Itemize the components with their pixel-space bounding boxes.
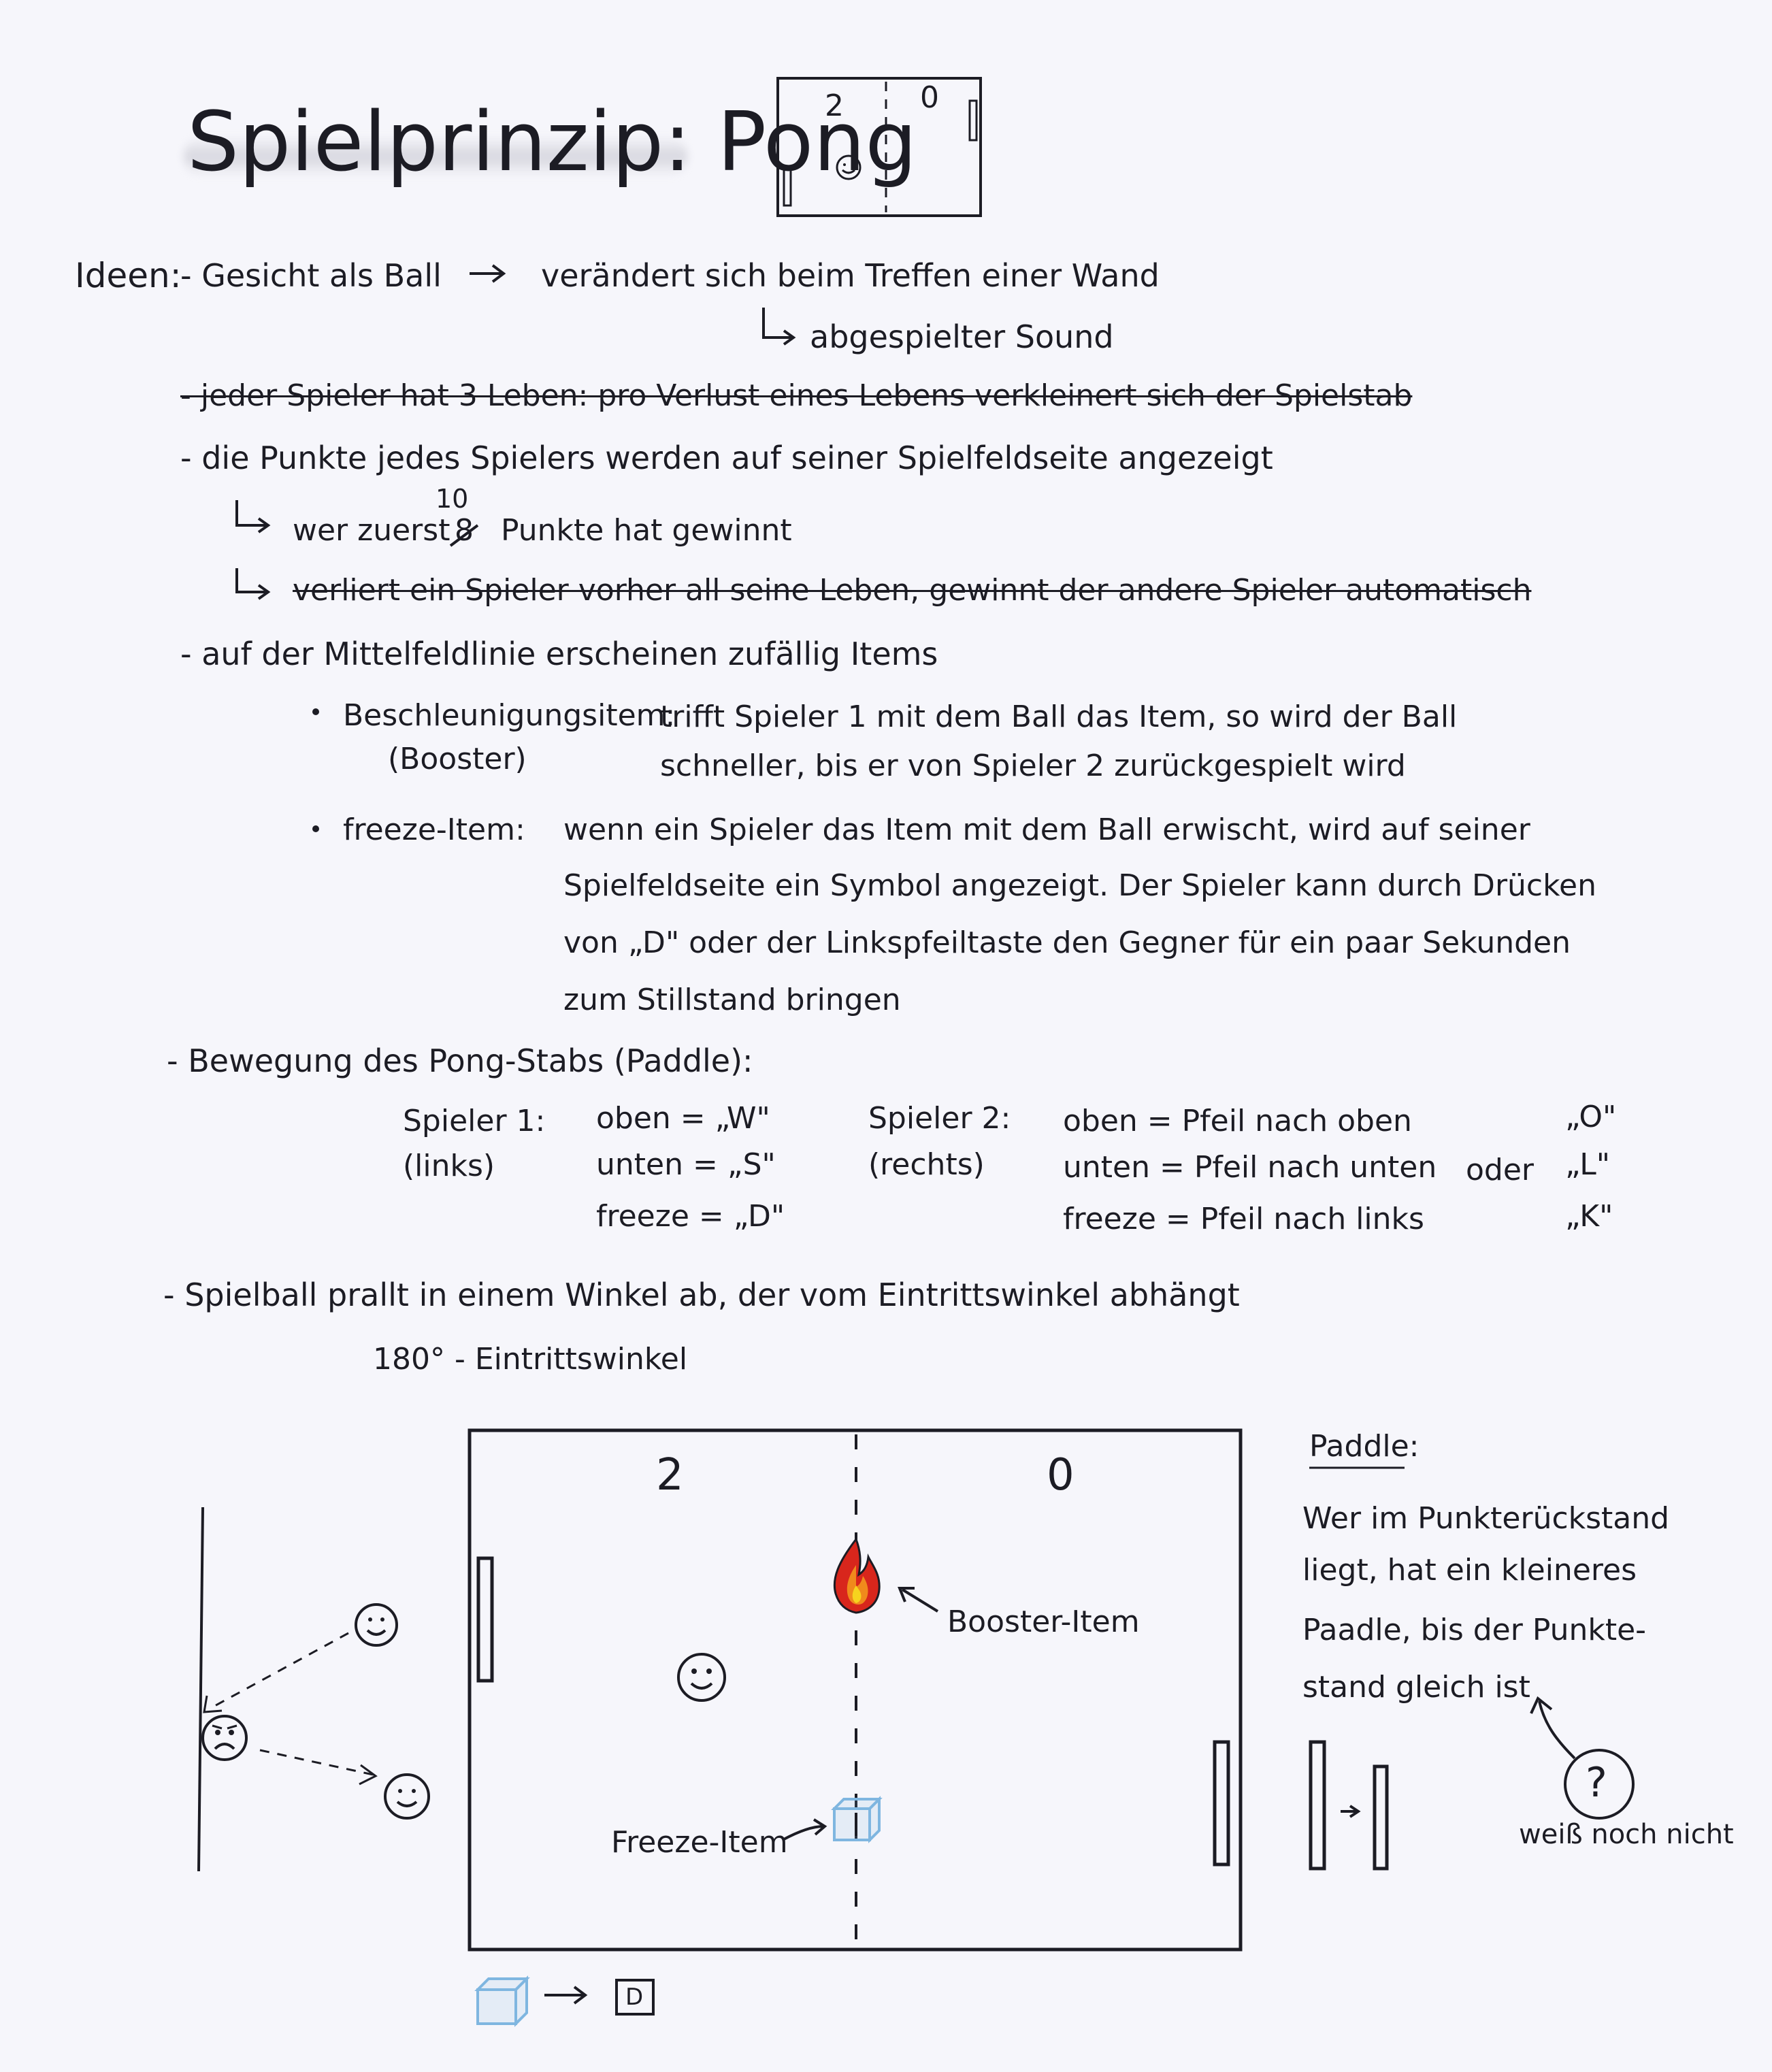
freeze-description-2: Spielfeldseite ein Symbol angezeigt. Der…: [563, 868, 1596, 903]
player1-label: Spieler 1:: [403, 1104, 546, 1138]
player2-alt-freeze: „K": [1565, 1199, 1613, 1234]
arrow-right-icon: [1341, 1805, 1361, 1818]
question-mark: ?: [1586, 1759, 1607, 1807]
paddle-note-heading: Paddle:: [1309, 1429, 1420, 1464]
player2-label: Spieler 2:: [868, 1101, 1011, 1136]
player2-alt-up: „O": [1565, 1100, 1617, 1134]
idea-win-new-number: 10: [436, 484, 469, 514]
player2-side: (rechts): [868, 1147, 985, 1182]
unsure-note: weiß noch nicht: [1519, 1819, 1734, 1850]
freeze-item-label: Freeze-Item: [611, 1825, 788, 1860]
paddle-note-line2: liegt, hat ein kleineres: [1302, 1553, 1637, 1588]
fire-icon: [833, 1536, 881, 1614]
page-title: Spielprinzip: Pong: [187, 95, 917, 190]
player1-side: (links): [403, 1149, 495, 1183]
freeze-label: freeze-Item:: [343, 812, 525, 847]
arrow-right-icon: [470, 264, 506, 283]
arrow-right-icon: [544, 1986, 588, 2005]
idea-win-condition-a: wer zuerst: [293, 513, 450, 548]
sad-face-icon: [201, 1715, 248, 1761]
hook-arrow-icon: [762, 308, 796, 346]
bounce-angle-formula: 180° - Eintrittswinkel: [373, 1342, 688, 1377]
header-score-right: 0: [920, 80, 939, 115]
small-paddle: [1373, 1764, 1389, 1871]
hook-arrow-icon: [235, 568, 271, 600]
field-score-right: 0: [1047, 1450, 1074, 1500]
ball-smiley-icon: [677, 1653, 726, 1702]
bounce-angle-sketch: [197, 1507, 378, 1872]
title-highlight: [184, 136, 687, 177]
ice-cube-icon: [831, 1796, 883, 1843]
booster-pointer-arrow: [898, 1587, 939, 1613]
key-d-label: D: [625, 1984, 644, 2011]
smiley-face-icon: [384, 1773, 430, 1820]
freeze-description-3: von „D" oder der Linkspfeiltaste den Geg…: [563, 925, 1571, 960]
freeze-description-1: wenn ein Spieler das Item mit dem Ball e…: [563, 812, 1530, 847]
freeze-pointer-arrow: [782, 1818, 827, 1841]
header-score-left: 2: [825, 88, 844, 123]
booster-label: Beschleunigungsitem:: [343, 698, 676, 733]
struck-lives-idea: - jeder Spieler hat 3 Leben: pro Verlust…: [180, 378, 1413, 413]
player1-freeze-key: freeze = „D": [596, 1199, 785, 1234]
player2-up-key: oben = Pfeil nach oben: [1063, 1104, 1412, 1138]
freeze-description-4: zum Stillstand bringen: [563, 983, 901, 1017]
player2-freeze-key: freeze = Pfeil nach links: [1063, 1202, 1424, 1236]
idea-score-display: - die Punkte jedes Spielers werden auf s…: [180, 440, 1273, 476]
header-pong-sketch: [776, 77, 982, 217]
ideas-label: Ideen:: [75, 256, 182, 295]
left-paddle: [476, 1556, 494, 1683]
ice-cube-icon: [474, 1975, 530, 2027]
paddle-note-line1: Wer im Punkterückstand: [1302, 1501, 1670, 1536]
idea-win-old-number: 8: [455, 513, 474, 548]
idea-random-items: - auf der Mittelfeldlinie erscheinen zuf…: [180, 636, 938, 672]
idea-face-ball: - Gesicht als Ball: [180, 257, 442, 294]
paddle-note-line4: stand gleich ist: [1302, 1670, 1530, 1705]
booster-description-2: schneller, bis er von Spieler 2 zurückge…: [660, 749, 1406, 783]
paddle-note-line3: Paadle, bis der Punkte-: [1302, 1613, 1647, 1647]
booster-description-1: trifft Spieler 1 mit dem Ball das Item, …: [660, 700, 1458, 734]
pong-field: [467, 1428, 1243, 1952]
number-strike: [449, 524, 479, 547]
idea-win-condition-b: Punkte hat gewinnt: [501, 513, 792, 548]
player1-down-key: unten = „S": [596, 1147, 776, 1182]
player1-up-key: oben = „W": [596, 1101, 770, 1136]
idea-bounce-angle: - Spielball prallt in einem Winkel ab, d…: [163, 1277, 1240, 1313]
question-bubble: [1564, 1749, 1635, 1820]
field-score-left: 2: [656, 1450, 684, 1500]
question-pointer-arrow: [1530, 1696, 1576, 1760]
key-d-box: [615, 1979, 655, 2016]
player2-alt-down: „L": [1565, 1147, 1610, 1182]
smiley-face-icon: [355, 1603, 398, 1647]
idea-paddle-movement: - Bewegung des Pong-Stabs (Paddle):: [167, 1042, 753, 1079]
idea-sound: abgespielter Sound: [810, 318, 1114, 355]
bullet: [312, 708, 319, 715]
booster-item-label: Booster-Item: [947, 1605, 1140, 1639]
booster-label-alt: (Booster): [388, 742, 527, 776]
controls-or: oder: [1466, 1153, 1535, 1187]
right-paddle: [1213, 1740, 1230, 1867]
large-paddle: [1309, 1740, 1326, 1871]
struck-lives-win: verliert ein Spieler vorher all seine Le…: [293, 573, 1532, 608]
bullet: [312, 825, 319, 832]
idea-face-ball-result: verändert sich beim Treffen einer Wand: [541, 257, 1160, 294]
hook-arrow-icon: [235, 500, 271, 533]
player2-down-key: unten = Pfeil nach unten: [1063, 1150, 1437, 1185]
